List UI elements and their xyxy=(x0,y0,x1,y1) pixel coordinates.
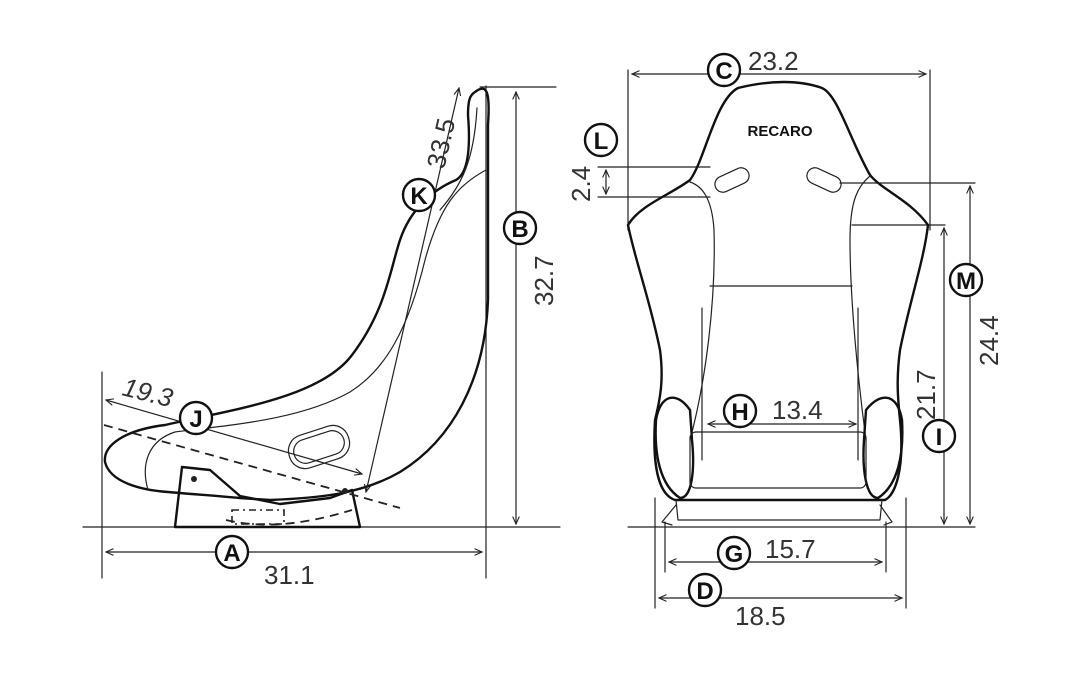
right-wing xyxy=(862,396,904,500)
dim-m-value: 24.4 xyxy=(974,315,1004,366)
left-bolster-line xyxy=(689,181,715,441)
label-c-letter: C xyxy=(715,58,732,85)
right-bolster-line xyxy=(849,175,871,441)
label-h-letter: H xyxy=(731,399,748,426)
dim-a-value: 31.1 xyxy=(264,560,315,590)
label-g: G xyxy=(716,535,752,571)
label-b-letter: B xyxy=(511,216,528,243)
label-k: K xyxy=(401,177,437,213)
mount-right xyxy=(879,504,893,526)
seat-reference-line xyxy=(103,424,401,509)
left-wing xyxy=(654,396,695,500)
label-i: I xyxy=(921,418,957,454)
seat-cushion xyxy=(689,431,867,489)
rail-reference-line xyxy=(225,509,353,526)
mount-left xyxy=(661,504,677,526)
mount-bracket xyxy=(173,465,362,529)
brand-logo: RECARO xyxy=(747,123,812,140)
dim-k-value: 33.5 xyxy=(421,115,462,171)
dim-g-value: 15.7 xyxy=(765,534,816,564)
dim-c-value: 23.2 xyxy=(748,46,799,76)
label-i-letter: I xyxy=(936,424,943,451)
harness-slot-right xyxy=(806,167,842,193)
dim-h-value: 13.4 xyxy=(772,395,823,425)
label-j: J xyxy=(178,400,214,436)
label-l: L xyxy=(583,122,619,158)
label-c: C xyxy=(706,52,742,88)
dim-i-value: 21.7 xyxy=(911,369,941,420)
label-g-letter: G xyxy=(725,541,744,568)
bracket-bolt-1 xyxy=(191,476,197,482)
side-view: A 31.1 B 32.7 K 33.5 J 19.3 xyxy=(82,85,561,590)
seat-base xyxy=(675,499,883,521)
side-slot-inner xyxy=(293,430,345,464)
dim-k-line xyxy=(366,88,459,492)
harness-slot-left xyxy=(714,167,750,193)
dim-j-line xyxy=(106,400,362,474)
label-b: B xyxy=(502,210,538,246)
label-d: D xyxy=(687,572,723,608)
label-a: A xyxy=(214,534,250,570)
dim-d-value: 18.5 xyxy=(735,601,786,631)
label-m-letter: M xyxy=(956,268,976,295)
front-view: RECARO C 23.2 L 2.4 M 24.4 I 21.7 xyxy=(566,46,1004,631)
label-l-letter: L xyxy=(594,128,609,155)
bracket-bolt-2 xyxy=(342,488,348,494)
dim-l-value: 2.4 xyxy=(566,166,596,202)
label-a-letter: A xyxy=(223,540,240,567)
label-j-letter: J xyxy=(189,406,202,433)
label-h: H xyxy=(722,393,758,429)
dim-b-value: 32.7 xyxy=(529,255,559,306)
seat-shell-front xyxy=(626,80,930,502)
label-m: M xyxy=(948,262,984,298)
label-k-letter: K xyxy=(410,183,428,210)
label-d-letter: D xyxy=(696,578,713,605)
slider-rail xyxy=(231,509,285,525)
